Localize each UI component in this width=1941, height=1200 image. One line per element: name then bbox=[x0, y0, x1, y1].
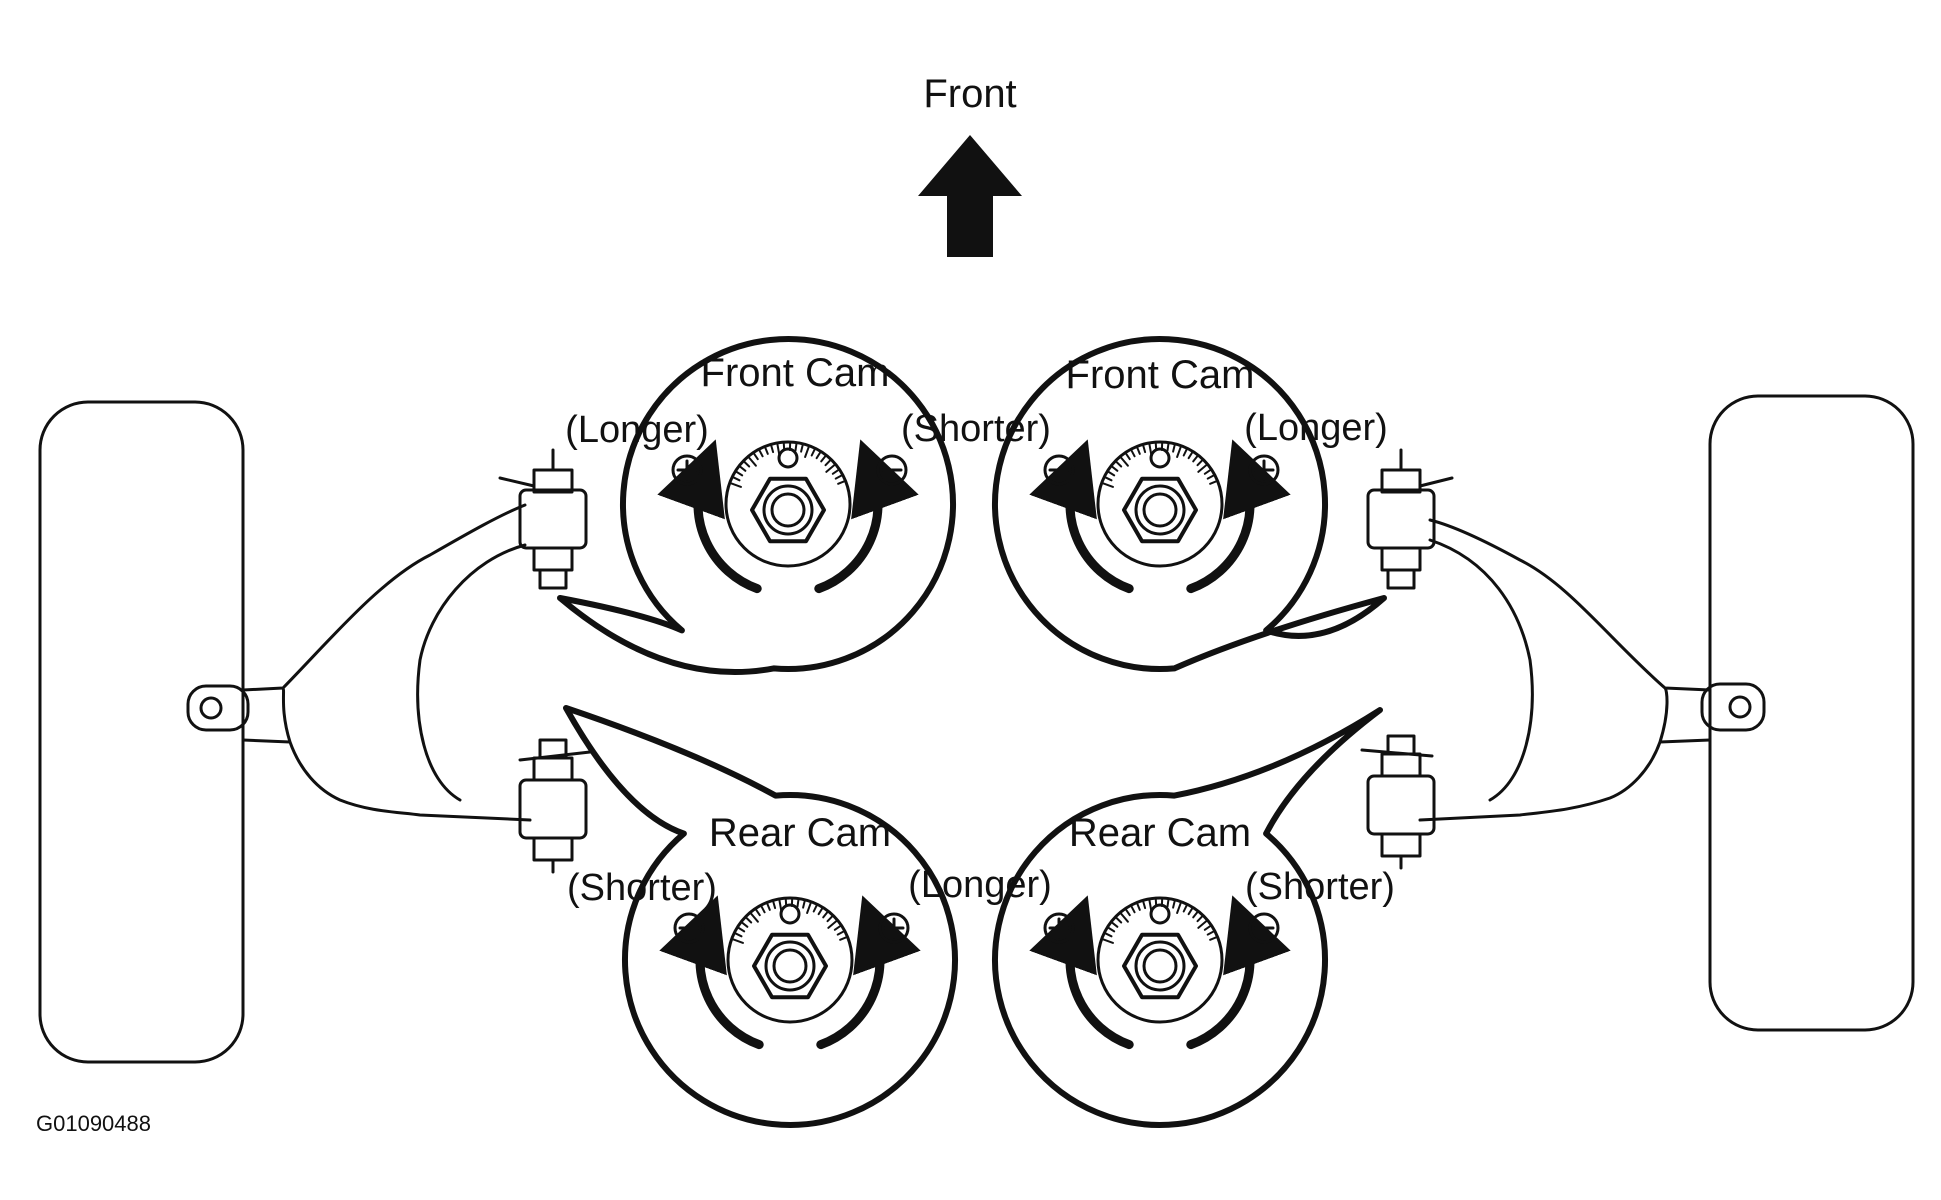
front-right-cam bbox=[992, 336, 1387, 672]
front-right-cam-title: Front Cam bbox=[1066, 353, 1255, 397]
circled-plus-icon bbox=[878, 912, 910, 944]
rear-right-cam-index-mark bbox=[1149, 903, 1171, 925]
left-knuckle bbox=[186, 684, 250, 732]
right-wheel bbox=[1708, 394, 1915, 1032]
front-right-cam-index-mark bbox=[1149, 447, 1171, 469]
rear-left-cam-bubble bbox=[563, 705, 958, 1128]
rear-right-cam-bolt-head bbox=[1142, 948, 1178, 984]
front-left-cam-left-arrow bbox=[657, 439, 762, 594]
rear-left-cam-left-label: (Shorter) bbox=[567, 867, 717, 909]
circled-plus-icon bbox=[1043, 912, 1075, 944]
rear-left-cam-bolt-head bbox=[772, 948, 808, 984]
cam-callouts bbox=[557, 336, 1387, 1128]
up-arrow-icon bbox=[918, 135, 1022, 257]
circled-minus-icon bbox=[1043, 454, 1075, 486]
circled-plus-icon bbox=[1248, 454, 1280, 486]
front-left-cam-index-mark bbox=[777, 447, 799, 469]
right-knuckle bbox=[1700, 682, 1766, 732]
rear-left-cam bbox=[563, 705, 958, 1128]
front-left-cam-scale bbox=[728, 441, 847, 488]
front-left-cam-title: Front Cam bbox=[701, 351, 890, 395]
front-right-cam-dial bbox=[1096, 440, 1224, 568]
figure-id: G01090488 bbox=[36, 1111, 151, 1136]
rear-right-cam-left-arrow bbox=[1029, 895, 1134, 1050]
left-rear-bushing bbox=[518, 738, 592, 874]
front-right-cam-bolt bbox=[1134, 484, 1186, 536]
rear-left-cam-right-arrow bbox=[816, 895, 921, 1050]
right-control-arm bbox=[1418, 518, 1712, 822]
circled-minus-icon bbox=[673, 912, 705, 944]
rear-right-cam-right-label: (Shorter) bbox=[1245, 866, 1395, 908]
circled-minus-icon bbox=[1248, 912, 1280, 944]
rear-left-cam-right-label: (Longer) bbox=[908, 864, 1052, 906]
rear-left-cam-left-arrow bbox=[659, 895, 764, 1050]
rear-right-cam-bubble bbox=[992, 707, 1383, 1128]
right-wheel-assembly bbox=[1360, 394, 1915, 1032]
right-rear-bushing bbox=[1360, 734, 1436, 870]
rear-left-cam-bolt bbox=[764, 940, 816, 992]
front-right-cam-right-label: (Longer) bbox=[1244, 407, 1388, 449]
left-control-arm bbox=[241, 503, 532, 822]
front-left-cam-right-arrow bbox=[814, 439, 919, 594]
front-left-cam-right-label: (Shorter) bbox=[901, 408, 1051, 450]
left-wheel-assembly bbox=[38, 400, 592, 1064]
rear-left-cam-nut bbox=[752, 932, 828, 1000]
left-front-bushing bbox=[498, 448, 588, 590]
rear-left-cam-title: Rear Cam bbox=[709, 811, 891, 855]
front-left-cam-bolt bbox=[762, 484, 814, 536]
front-right-cam-bubble bbox=[992, 336, 1387, 672]
front-left-cam-left-label: (Longer) bbox=[565, 409, 709, 451]
rear-right-cam-bolt bbox=[1134, 940, 1186, 992]
front-direction-label: Front bbox=[923, 72, 1016, 116]
right-front-bushing bbox=[1366, 448, 1454, 590]
front-right-cam-bolt-head bbox=[1142, 492, 1178, 528]
front-left-cam-dial bbox=[724, 440, 852, 568]
front-left-cam-bubble bbox=[557, 336, 956, 676]
front-right-cam-left-arrow bbox=[1029, 439, 1134, 594]
left-wheel bbox=[38, 400, 245, 1064]
front-right-cam-right-arrow bbox=[1186, 439, 1291, 594]
rear-right-cam-title: Rear Cam bbox=[1069, 811, 1251, 855]
rear-left-cam-index-mark bbox=[779, 903, 801, 925]
rear-right-cam bbox=[992, 707, 1383, 1128]
front-left-cam-bolt-head bbox=[770, 492, 806, 528]
circled-plus-icon bbox=[671, 454, 703, 486]
rear-right-cam-nut bbox=[1122, 932, 1198, 1000]
front-right-cam-nut bbox=[1122, 476, 1198, 544]
front-left-cam-nut bbox=[750, 476, 826, 544]
rear-right-cam-right-arrow bbox=[1186, 895, 1291, 1050]
rear-right-cam-dial bbox=[1096, 896, 1224, 1024]
front-left-cam bbox=[557, 336, 956, 676]
circled-minus-icon bbox=[876, 454, 908, 486]
rear-left-cam-dial bbox=[726, 896, 854, 1024]
